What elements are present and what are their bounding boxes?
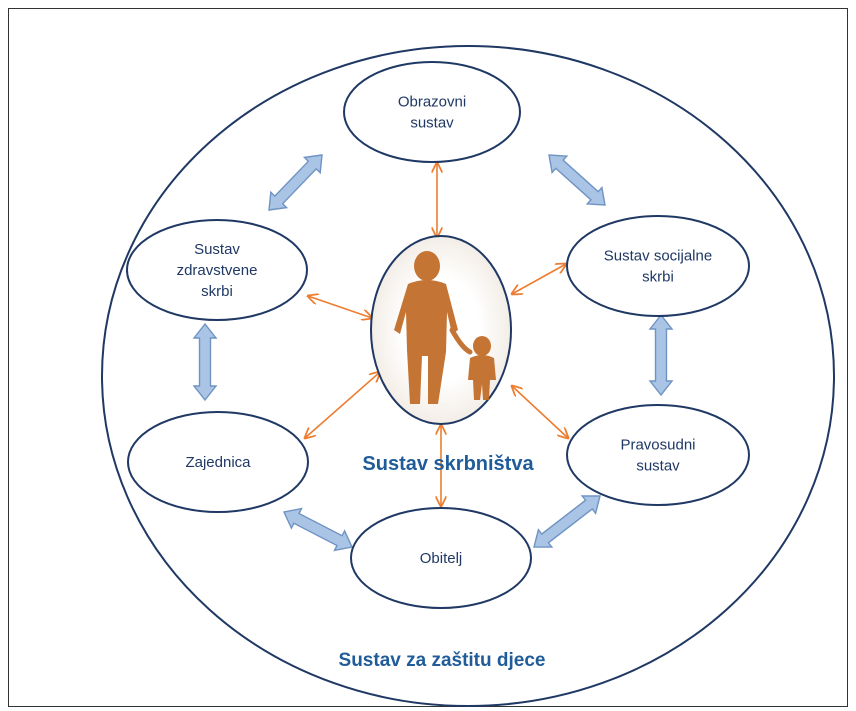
center-label: Sustav skrbništva [362,453,534,475]
node-label-socijalne: Sustav socijalne [604,248,712,265]
blue-arrow-zajednica-obitelj [282,507,354,552]
node-label-pravosudni: sustav [636,458,680,475]
blue-arrow-socijalne-pravosudni [648,313,674,397]
node-pravosudni-sustav [566,404,750,506]
node-label-socijalne: skrbi [642,269,674,286]
arrow-center-zajednica [305,372,380,438]
node-zajednica [127,411,309,513]
node-obitelj [350,507,532,609]
node-label-zdravstvene: zdravstvene [177,262,258,279]
node-label-obrazovni: Obrazovni [398,94,466,111]
orange-arrows [305,163,568,506]
node-label-obrazovni: sustav [410,115,454,132]
blue-arrow-pravosudni-obitelj [533,495,601,548]
blue-arrow-obrazovni-socijalne [548,154,606,206]
blue-arrow-zdravstvene-zajednica [192,322,218,402]
node-label-obitelj: Obitelj [420,550,463,567]
blue-arrows [192,154,674,552]
node-label-zdravstvene: skrbi [201,283,233,300]
node-label-zdravstvene: Sustav [194,241,240,258]
blue-arrow-zdravstvene-obrazovni [268,154,323,211]
arrow-center-socijalne [512,264,566,294]
node-sustav-zdravstvene-skrbi [126,219,308,321]
diagram-frame [8,8,848,707]
parent-child-silhouette-icon [394,251,496,404]
node-sustav-socijalne-skrbi [566,215,750,317]
outer-label: Sustav za zaštitu djece [339,650,546,671]
node-obrazovni-sustav [343,61,521,163]
node-label-zajednica: Zajednica [185,454,251,471]
outer-ellipse [101,45,835,707]
node-label-pravosudni: Pravosudni [620,437,695,454]
arrow-center-pravosudni [512,386,568,438]
arrow-center-zdravstvene [308,296,372,318]
